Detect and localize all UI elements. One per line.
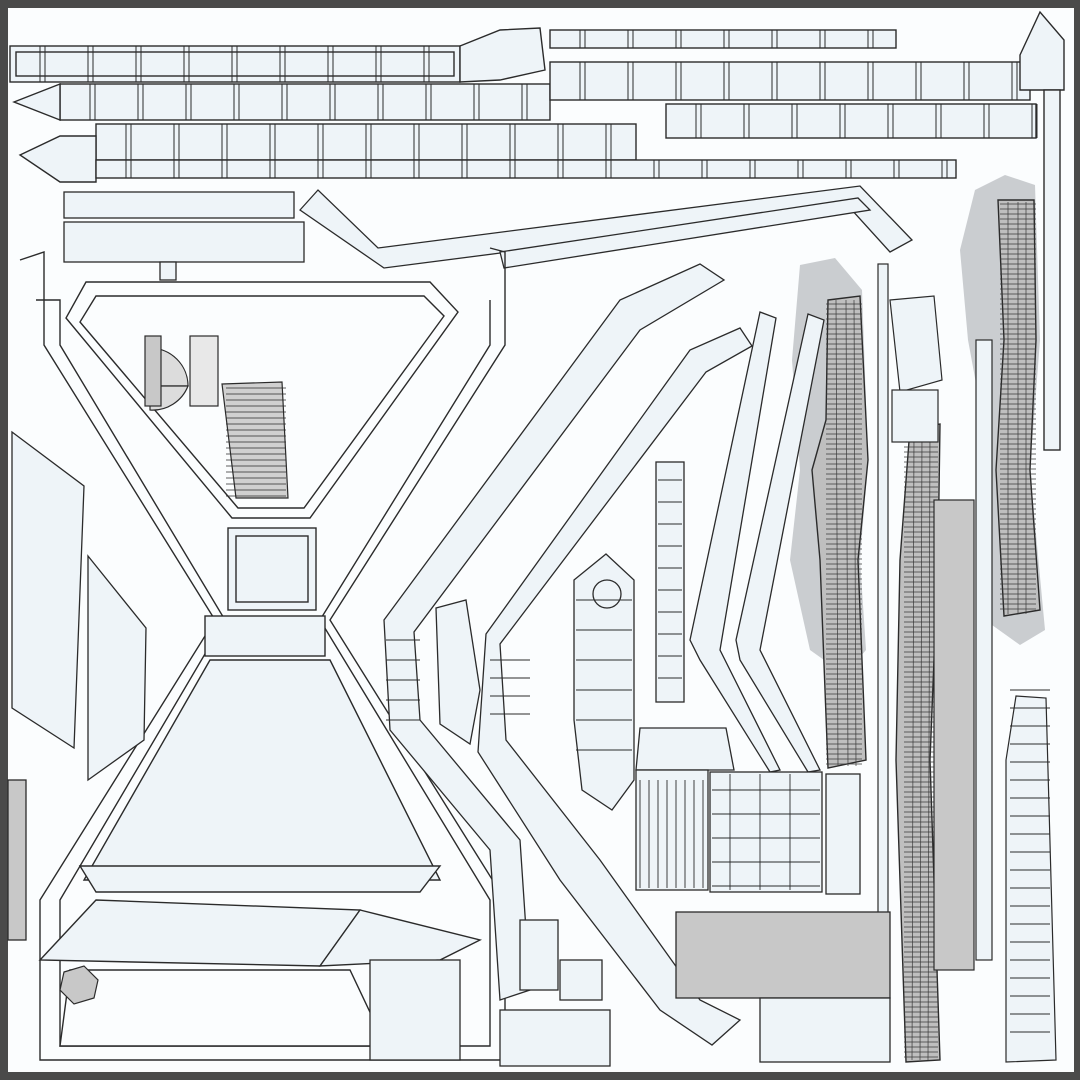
block-3 — [159, 261, 177, 281]
tube-center — [895, 423, 941, 1063]
panel-bottom — [7, 779, 27, 941]
rail-1-cap — [459, 27, 546, 83]
tube-hatch-line — [919, 429, 923, 1061]
twin-rail-a — [689, 311, 781, 773]
panel-slanted — [87, 554, 147, 782]
lower-triangle — [82, 659, 442, 881]
left-panels — [7, 430, 147, 941]
bottom-block-c — [759, 997, 891, 1063]
strip-1 — [877, 263, 889, 915]
ribbed-panel-lines — [226, 387, 286, 497]
grey-slab — [675, 911, 891, 999]
rail-4 — [549, 61, 1031, 101]
rail-5-tip — [18, 135, 97, 183]
rail-7 — [95, 159, 957, 179]
block-2 — [63, 221, 305, 263]
bottom-block-e — [499, 1009, 611, 1067]
tall-shard — [573, 461, 685, 811]
uv-grid-lines — [386, 479, 1050, 1033]
twin-rail-b — [735, 313, 825, 773]
shard-left — [38, 899, 362, 967]
block-frame — [635, 769, 709, 891]
rail-detail-ticks — [39, 30, 1038, 178]
block-1 — [63, 191, 295, 219]
post-top — [1019, 10, 1065, 91]
block-tall — [889, 295, 943, 393]
block-tall-2 — [891, 389, 939, 443]
texture-canvas — [8, 8, 1074, 1072]
frame-outer — [19, 247, 506, 1061]
hex-bolt — [59, 965, 99, 1005]
shard-circle — [592, 579, 622, 609]
gear-assembly — [144, 335, 289, 499]
block-square — [709, 771, 823, 893]
twin-rails — [689, 311, 825, 773]
bottom-block-d — [369, 959, 461, 1061]
rail-3 — [59, 83, 551, 121]
rail-2 — [549, 29, 897, 49]
arm-middle — [477, 327, 753, 1046]
strip-4 — [1005, 695, 1057, 1063]
bottom-block-b — [559, 959, 603, 1001]
strip-3 — [975, 339, 993, 961]
tube-hatch-line — [853, 299, 857, 767]
tube-hatching — [826, 202, 1036, 1061]
tube-hatch-line — [845, 299, 849, 767]
diagonal-beam — [299, 185, 914, 269]
block-narrow — [825, 773, 861, 895]
base-trapezoid — [59, 969, 388, 1047]
rail-6 — [665, 103, 1037, 139]
hex-bolt-shape — [59, 965, 99, 1005]
rail-1-inner — [15, 51, 455, 77]
center-block-inner — [235, 535, 309, 603]
beam-lower — [499, 197, 872, 269]
post-shaft — [1043, 89, 1061, 451]
center-block — [227, 527, 317, 611]
top-triangle-inner — [79, 295, 445, 509]
rail-3-tip — [12, 82, 61, 122]
arm-bend — [435, 599, 481, 746]
bottom-blocks — [369, 727, 891, 1067]
gear-box — [189, 335, 219, 407]
shard-post — [655, 461, 685, 703]
panel-tall — [11, 430, 85, 750]
block-cluster — [63, 191, 305, 281]
cross-band — [204, 615, 326, 657]
tube-hatch-line — [835, 299, 839, 767]
block-hood — [635, 727, 735, 771]
vertical-strips — [877, 263, 1057, 1063]
shard-body — [573, 553, 635, 811]
strip-2 — [933, 499, 975, 971]
lower-band — [78, 865, 442, 893]
gear-plate — [144, 335, 162, 407]
tube-hatch-line — [927, 429, 931, 1061]
tube-hatch-line — [911, 429, 915, 1061]
bottom-block-a — [519, 919, 559, 991]
